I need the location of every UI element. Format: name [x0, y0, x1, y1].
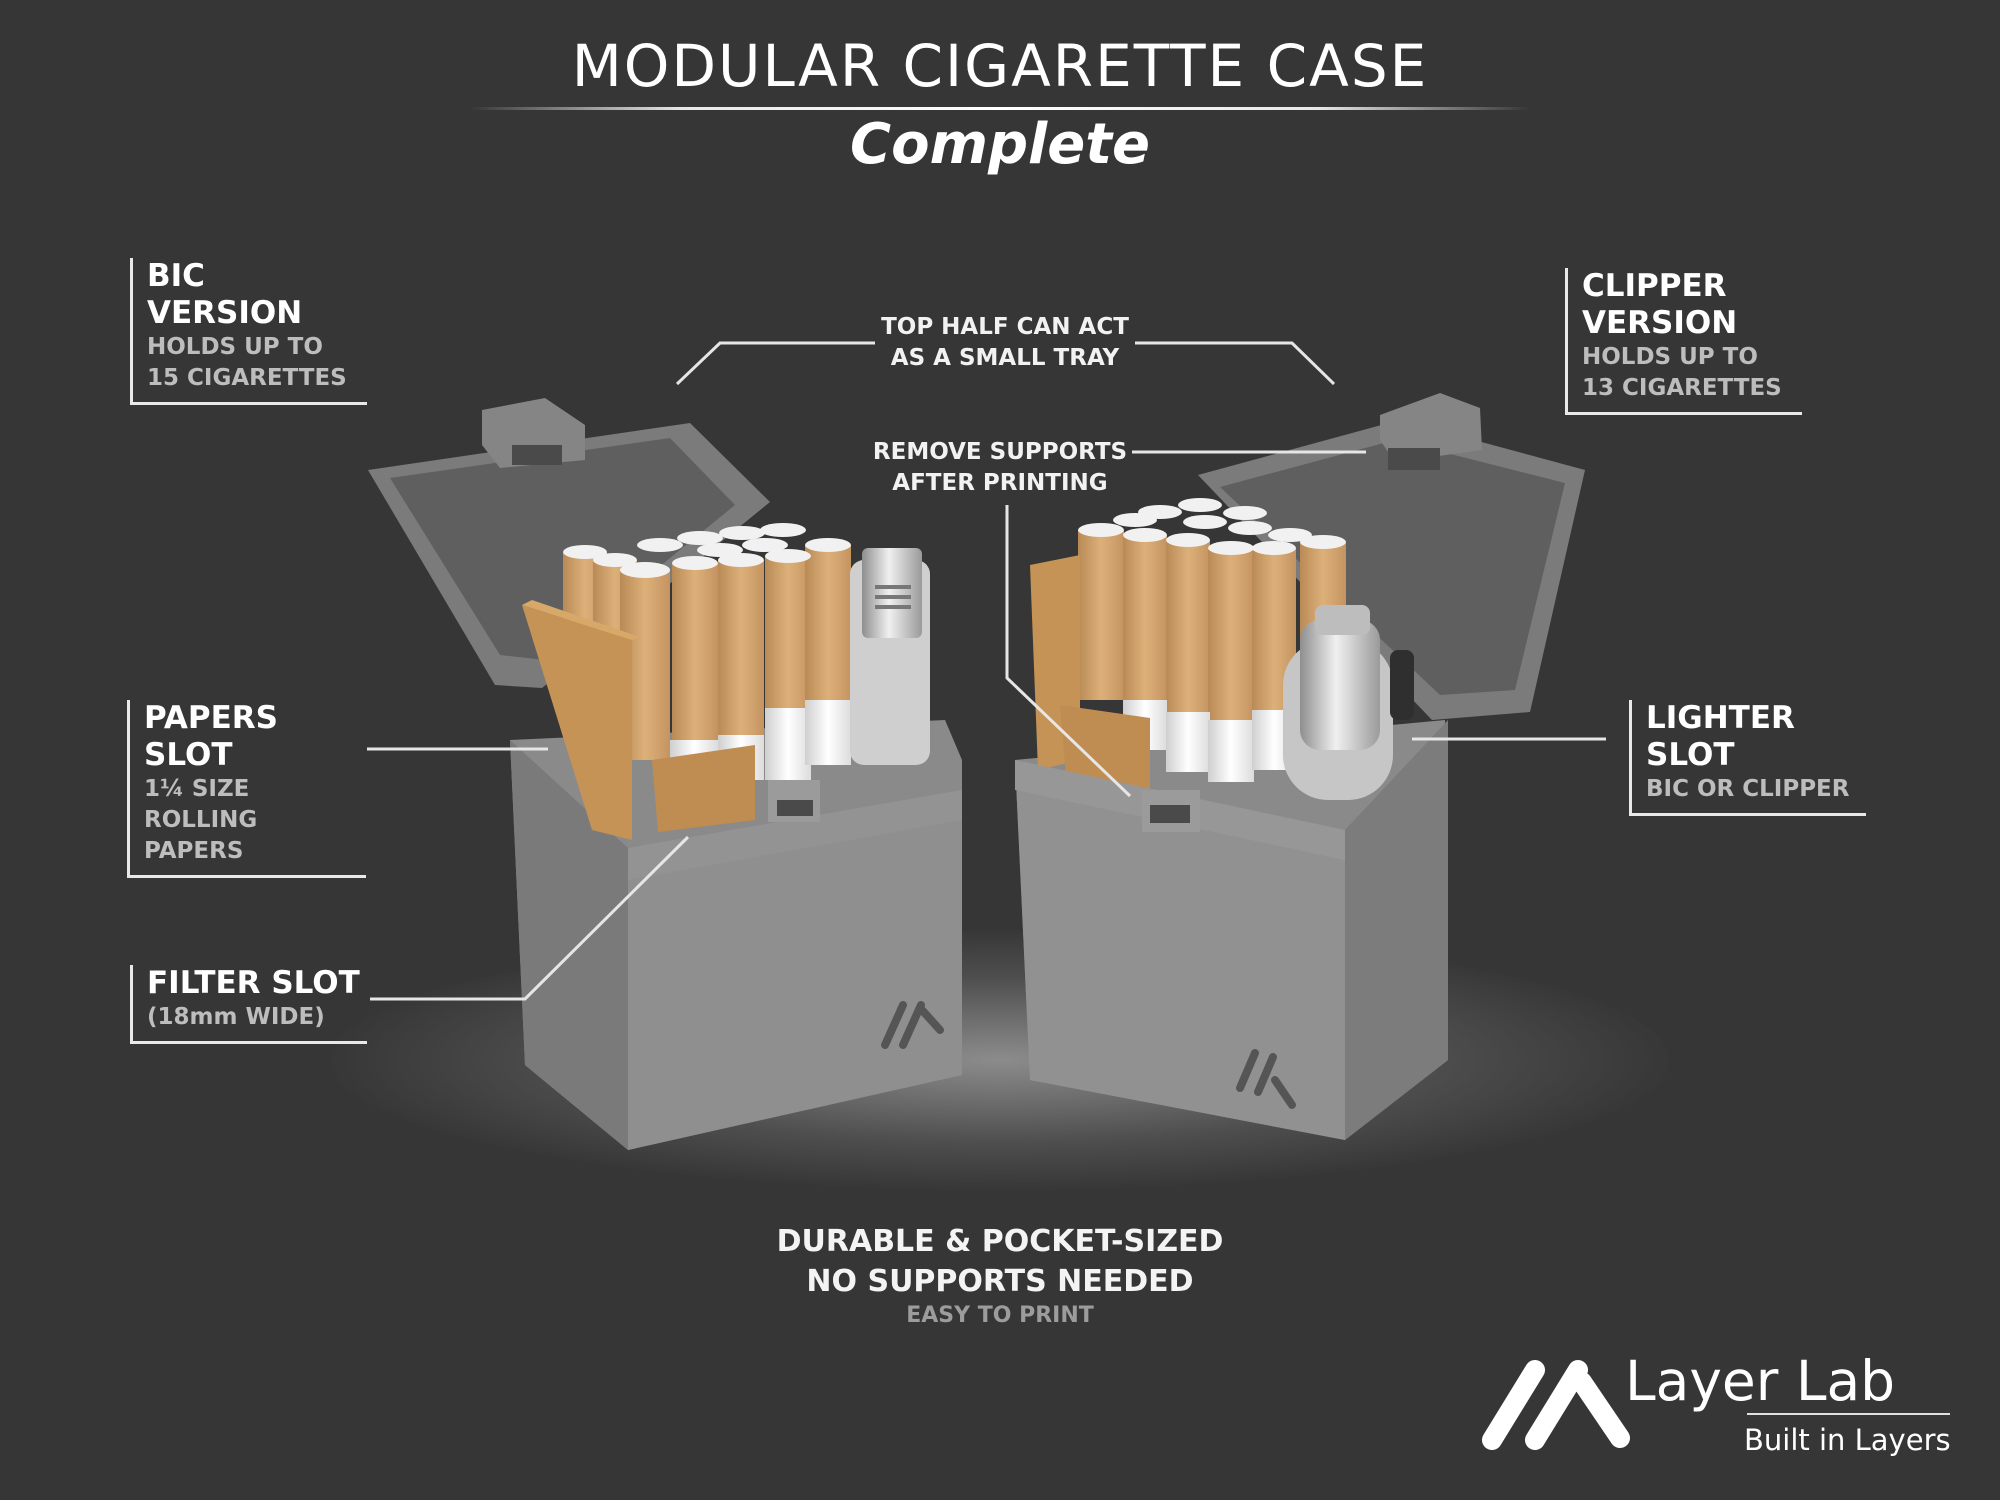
clipper-version-heading: CLIPPER VERSION: [1582, 268, 1738, 341]
supports-note: REMOVE SUPPORTS AFTER PRINTING: [855, 437, 1145, 499]
papers-slot-line-1: 1¼ SIZE ROLLING: [144, 776, 258, 833]
clipper-version-callout: CLIPPER VERSION HOLDS UP TO 13 CIGARETTE…: [1565, 268, 1802, 415]
filter-slot-line-1: (18mm WIDE): [147, 1004, 325, 1030]
bic-rolling-papers: [522, 605, 632, 840]
feature-line-1: DURABLE & POCKET-SIZED: [776, 1224, 1224, 1259]
filter-leader: [370, 835, 690, 1001]
page-subtitle: Complete: [850, 112, 1150, 177]
clipper-hinge-clip: [1150, 805, 1190, 823]
filter-slot-callout: FILTER SLOT (18mm WIDE): [130, 965, 367, 1044]
title-underline: [470, 107, 1530, 110]
lighter-slot-callout: LIGHTER SLOT BIC OR CLIPPER: [1629, 700, 1866, 816]
layer-lab-slash-logo-icon: [1482, 1360, 1630, 1450]
clipper-version-line-1: HOLDS UP TO: [1582, 344, 1758, 370]
supports-note-line-2: AFTER PRINTING: [892, 470, 1108, 496]
filter-slot-heading: FILTER SLOT: [147, 965, 360, 1001]
bic-filters: [652, 745, 755, 832]
brand-divider: [1747, 1413, 1950, 1415]
clipper-case-emblem: [1236, 1049, 1296, 1109]
tray-leader-right: [1135, 341, 1336, 386]
bic-version-line-2: 15 CIGARETTES: [147, 365, 347, 391]
bic-version-heading: BIC VERSION: [147, 258, 303, 331]
feature-line-2: NO SUPPORTS NEEDED: [806, 1264, 1194, 1299]
page-title: MODULAR CIGARETTE CASE: [571, 32, 1429, 100]
supports-note-line-1: REMOVE SUPPORTS: [872, 439, 1128, 465]
tray-note: TOP HALF CAN ACT AS A SMALL TRAY: [855, 312, 1155, 374]
clipper-lid-tab: [1380, 393, 1482, 462]
bic-case-emblem: [881, 1001, 944, 1049]
brand-tagline: Built in Layers: [1744, 1423, 1951, 1457]
clipper-lighter: [1283, 605, 1414, 800]
clipper-version-line-2: 13 CIGARETTES: [1582, 375, 1782, 401]
brand-name: Layer Lab: [1625, 1349, 1896, 1413]
feature-summary: DURABLE & POCKET-SIZED NO SUPPORTS NEEDE…: [0, 1222, 2000, 1330]
tray-note-line-2: AS A SMALL TRAY: [890, 345, 1120, 371]
bic-version-callout: BIC VERSION HOLDS UP TO 15 CIGARETTES: [130, 258, 367, 405]
supports-leader-clip: [1005, 505, 1132, 798]
lighter-slot-heading: LIGHTER SLOT: [1646, 700, 1795, 773]
bic-case: [368, 398, 962, 1150]
feature-line-3: EASY TO PRINT: [906, 1303, 1094, 1328]
bic-hinge-clip: [777, 800, 813, 816]
papers-slot-line-2: PAPERS: [144, 838, 244, 864]
lighter-slot-line-1: BIC OR CLIPPER: [1646, 776, 1850, 802]
tray-note-line-1: TOP HALF CAN ACT: [881, 314, 1129, 340]
bic-lighter: [850, 548, 930, 765]
papers-slot-heading: PAPERS SLOT: [144, 700, 278, 773]
leader-lines: [367, 341, 1606, 1001]
papers-slot-callout: PAPERS SLOT 1¼ SIZE ROLLING PAPERS: [127, 700, 366, 878]
clipper-case: [1015, 393, 1585, 1140]
bic-version-line-1: HOLDS UP TO: [147, 334, 323, 360]
tray-leader-left: [675, 341, 875, 386]
